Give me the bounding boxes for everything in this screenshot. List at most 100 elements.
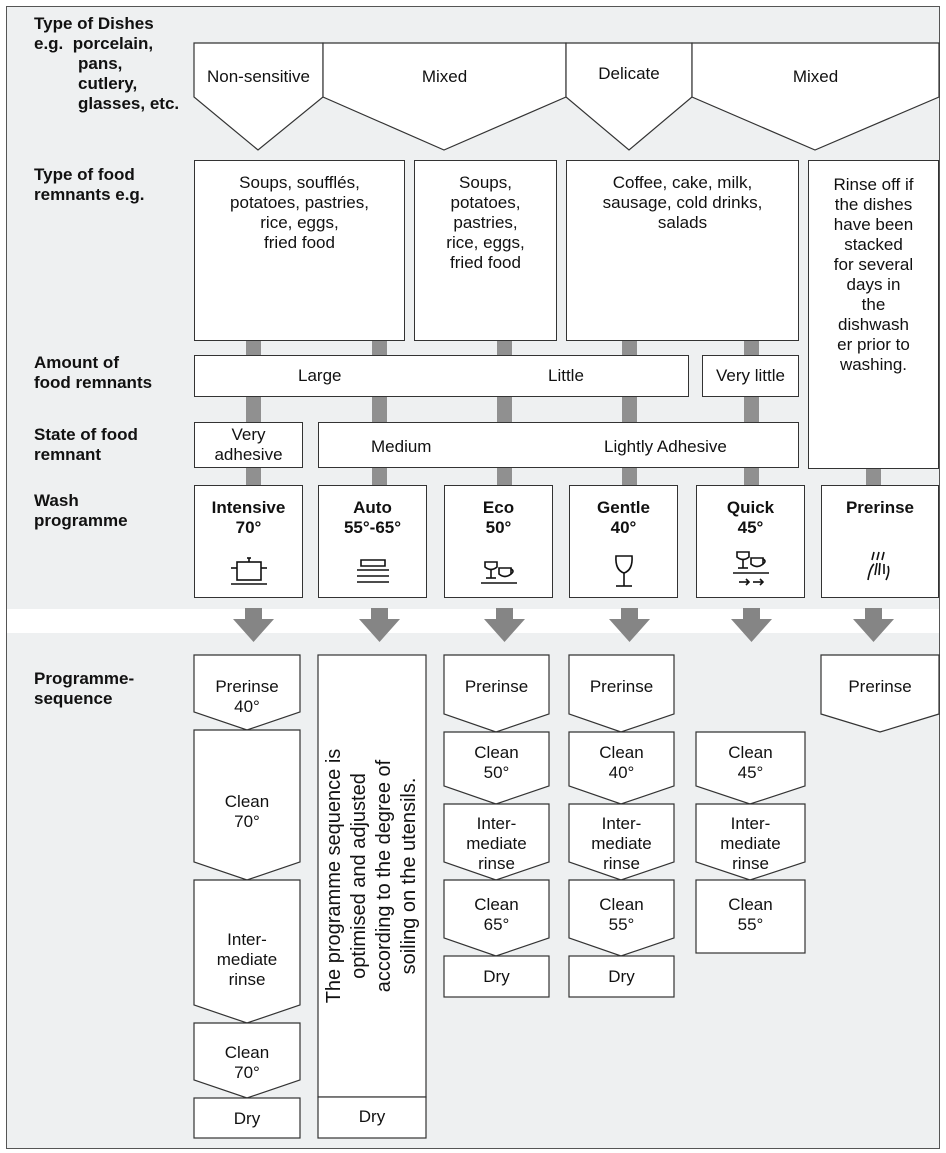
seq-shape [443, 731, 550, 805]
seq-shape [443, 803, 550, 881]
seq-shape [695, 803, 806, 881]
seq-shape [820, 654, 940, 733]
state-medium: Medium [371, 437, 432, 456]
programme-prerinse[interactable]: Prerinse [821, 485, 939, 598]
amount-range-box [194, 355, 689, 397]
seq-prerinse: Prerinse [848, 677, 912, 696]
down-arrow [359, 608, 400, 642]
seq-shape [193, 1097, 301, 1139]
dish-shape-mixed [322, 42, 567, 151]
programme-intensive[interactable]: Intensive 70° [194, 485, 303, 598]
programme-auto[interactable]: Auto 55°-65° [318, 485, 427, 598]
down-arrow [609, 608, 650, 642]
seq-shape [193, 729, 301, 881]
programme-name: Quick [726, 498, 775, 517]
stacked-plates-icon [356, 559, 389, 583]
programme-name: Eco [482, 498, 515, 517]
seq-shape [695, 879, 806, 954]
programme-gentle[interactable]: Gentle 40° [569, 485, 678, 598]
programme-quick[interactable]: Quick 45° [696, 485, 805, 598]
state-lightly-adhesive: Lightly Adhesive [604, 437, 727, 456]
pot-icon [230, 557, 267, 585]
seq-shape [443, 879, 550, 957]
programme-temp: 40° [610, 518, 637, 537]
seq-shape [443, 955, 550, 998]
programme-temp: 50° [485, 518, 512, 537]
down-arrow [731, 608, 772, 642]
dish-type-delicate: Delicate [598, 64, 660, 83]
seq-shape [568, 731, 675, 805]
dish-shape-mixed-2 [691, 42, 940, 151]
programme-name: Gentle [597, 498, 650, 517]
seq-shape [193, 654, 301, 731]
dish-shape-nonsensitive [193, 42, 324, 151]
amount-large: Large [298, 366, 342, 385]
seq-gentle-dry: Dry [608, 967, 635, 986]
glass-cup-icon [480, 561, 517, 584]
seq-eco-prerinse: Prerinse [464, 677, 529, 696]
programme-temp: 45° [737, 518, 764, 537]
dish-type-mixed: Mixed [421, 67, 468, 86]
row-label-dishes: Type of Dishes e.g. porcelain, pans, cut… [34, 14, 180, 113]
programme-eco[interactable]: Eco 50° [444, 485, 553, 598]
seq-eco-dry: Dry [483, 967, 510, 986]
amount-little: Little [548, 366, 584, 385]
dish-type-nonsensitive: Non-sensitive [207, 67, 310, 86]
seq-auto-dry: Dry [358, 1107, 386, 1126]
wine-glass-icon [614, 555, 633, 587]
seq-shape [443, 654, 550, 733]
dish-type-mixed-2: Mixed [792, 67, 839, 86]
seq-gentle-prerinse: Prerinse [589, 677, 654, 696]
food-box-1: Soups, soufflés,potatoes, pastries,rice,… [194, 160, 405, 341]
amount-very-little-box: Very little [702, 355, 799, 397]
programme-temp: 55°-65° [343, 518, 402, 537]
programme-name: Prerinse [845, 498, 915, 517]
seq-shape [193, 1022, 301, 1099]
quick-glass-cup-icon [732, 551, 769, 586]
state-range-box [318, 422, 799, 468]
connector [866, 468, 881, 485]
seq-shape [193, 879, 301, 1024]
food-box-2: Soups,potatoes,pastries,rice, eggs,fried… [414, 160, 557, 341]
seq-intensive-dry: Dry [233, 1109, 261, 1128]
programme-name: Auto [353, 498, 392, 517]
down-arrow [484, 608, 525, 642]
programme-name: Intensive [211, 498, 286, 517]
seq-shape [568, 879, 675, 957]
seq-shape [568, 955, 675, 998]
seq-shape [317, 654, 427, 1098]
programme-arrows [233, 608, 894, 642]
food-box-3: Coffee, cake, milk,sausage, cold drinks,… [566, 160, 799, 341]
seq-shape [568, 654, 675, 733]
row-label-sequence: Programme-sequence [34, 669, 135, 708]
programme-temp: 70° [235, 518, 262, 537]
seq-shape [695, 731, 806, 805]
down-arrow [853, 608, 894, 642]
seq-shape [317, 1096, 427, 1139]
dish-shape-delicate [565, 42, 693, 151]
down-arrow [233, 608, 274, 642]
seq-shape [568, 803, 675, 881]
spray-hand-icon [867, 551, 890, 581]
